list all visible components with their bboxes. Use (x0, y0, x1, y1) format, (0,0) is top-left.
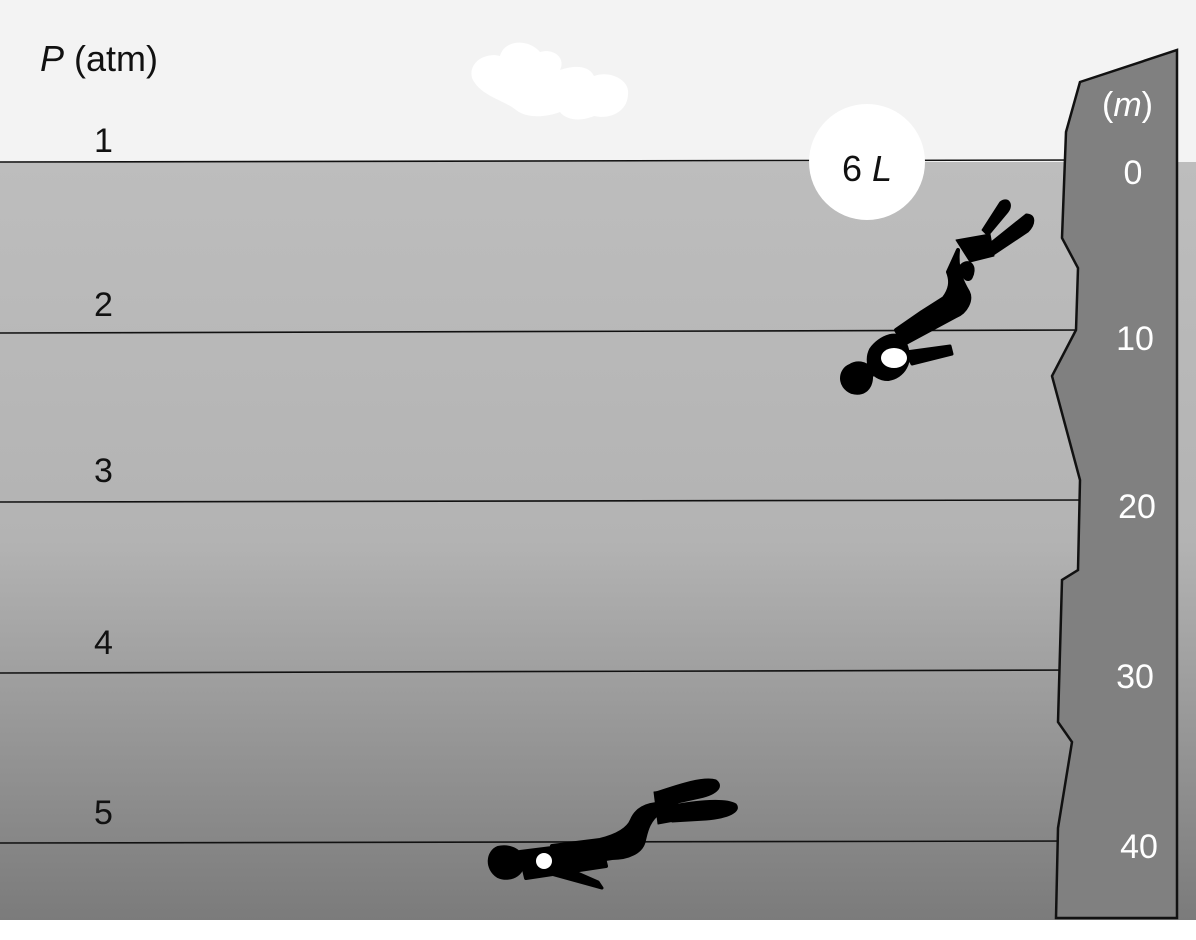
bubble-volume-number: 6 (841, 148, 862, 189)
pressure-label-2: 2 (94, 286, 113, 324)
pressure-label-4: 4 (94, 624, 113, 662)
depth-line-20 (0, 499, 1091, 503)
depth-label-0: 0 (1123, 154, 1143, 192)
depth-unit-close: ) (1141, 86, 1153, 124)
water (0, 162, 1196, 920)
pressure-label-3: 3 (94, 452, 113, 490)
depth-label-40: 40 (1120, 828, 1158, 866)
bottom-margin (0, 920, 1196, 940)
depth-line-40 (0, 840, 1091, 844)
depth-axis-title: (m) (1102, 86, 1153, 125)
depth-label-10: 10 (1116, 320, 1154, 358)
pressure-unit: (atm) (74, 38, 159, 79)
air-bubble (809, 104, 925, 220)
cliff (1050, 48, 1179, 920)
diver-lower-icon (487, 778, 738, 890)
cloud-icon (471, 42, 629, 120)
pressure-axis-title: P (atm) (40, 38, 158, 80)
depth-label-30: 30 (1116, 658, 1154, 696)
bubble-volume-label: 6 L (808, 148, 926, 190)
bubble-volume-unit: L (872, 148, 893, 189)
depth-unit-open: ( (1102, 86, 1114, 124)
depth-line-30 (0, 669, 1091, 674)
depth-label-20: 20 (1118, 488, 1156, 526)
pressure-label-5: 5 (94, 794, 113, 832)
diver-lower-tank-glint (536, 853, 552, 869)
diver-upper-tank-glint (881, 348, 907, 368)
pressure-label-1: 1 (94, 122, 113, 160)
depth-unit-symbol: m (1113, 86, 1142, 124)
pressure-symbol: P (40, 38, 65, 79)
